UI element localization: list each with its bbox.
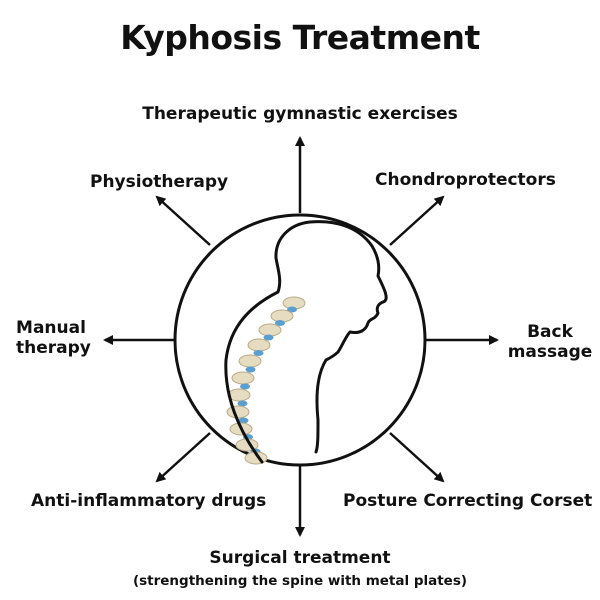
spinal-disc	[237, 400, 248, 407]
center-circle	[173, 213, 427, 467]
spinal-disc	[240, 383, 250, 390]
vertebra	[226, 405, 250, 419]
label-back-massage-line2: massage	[507, 342, 593, 362]
label-manual-therapy: Manual therapy	[16, 318, 91, 358]
label-manual-therapy-line2: therapy	[16, 338, 91, 358]
arrow-down-left	[155, 432, 211, 483]
label-back-massage: Back massage	[507, 322, 593, 362]
label-back-massage-line1: Back	[527, 322, 573, 342]
label-posture-corset: Posture Correcting Corset	[343, 491, 593, 511]
arrows	[103, 136, 499, 537]
vertebra	[258, 323, 282, 337]
arrow-down-right	[389, 432, 445, 483]
spinal-disc	[287, 306, 297, 313]
spinal-disc	[245, 366, 256, 373]
spinal-disc	[275, 320, 285, 326]
label-anti-inflammatory: Anti-inflammatory drugs	[31, 491, 267, 511]
spinal-disc	[263, 334, 274, 341]
kyphosis-silhouette-icon	[224, 220, 388, 464]
vertebra	[270, 309, 294, 323]
arrow-up-right	[389, 195, 445, 246]
arrow-up-left	[155, 195, 211, 246]
label-physiotherapy: Physiotherapy	[90, 172, 229, 192]
page-title: Kyphosis Treatment	[120, 18, 480, 57]
label-therapeutic-exercises: Therapeutic gymnastic exercises	[142, 104, 458, 124]
vertebra	[238, 354, 262, 368]
vertebra	[231, 371, 255, 385]
label-chondroprotectors: Chondroprotectors	[375, 170, 556, 190]
label-manual-therapy-line1: Manual	[16, 318, 86, 338]
label-surgical-treatment: Surgical treatment	[209, 548, 391, 568]
spinal-disc	[253, 350, 264, 356]
spinal-disc	[238, 417, 249, 424]
vertebra	[247, 338, 271, 352]
label-surgical-note: (strengthening the spine with metal plat…	[132, 573, 468, 589]
